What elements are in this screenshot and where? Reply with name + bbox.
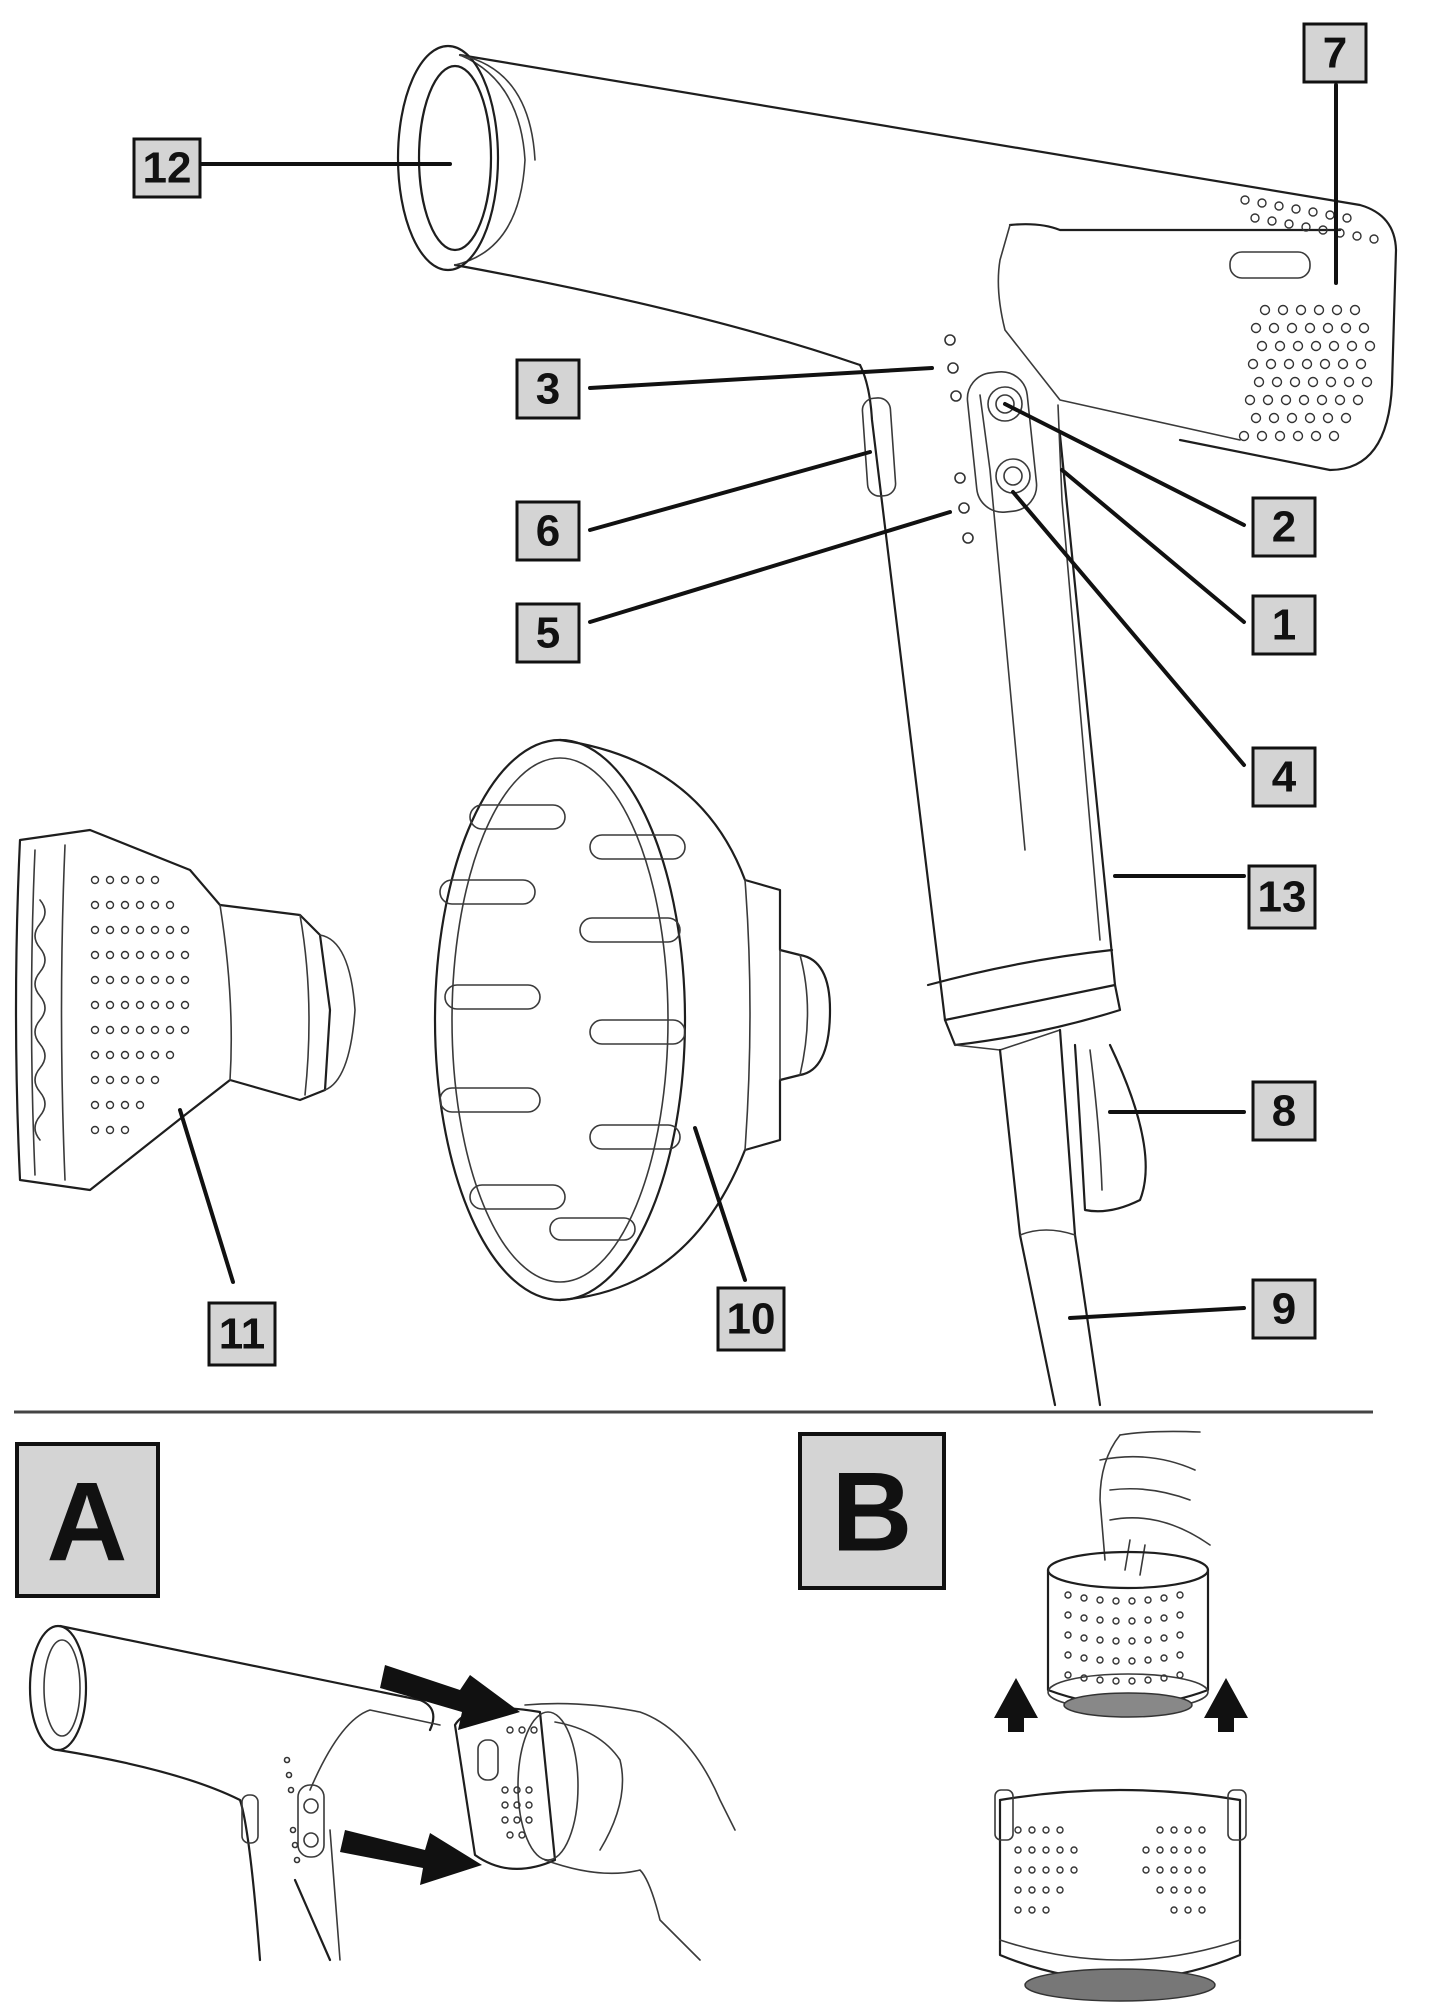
concentrator-nozzle [14, 828, 356, 1192]
callout-13: 13 [1247, 864, 1317, 930]
panel-a-letter: A [47, 1460, 128, 1585]
panel-a-illustration [28, 1624, 736, 1962]
callout-8: 8 [1251, 1080, 1317, 1142]
insert-arrow-bottom [340, 1830, 482, 1885]
callout-5: 5 [515, 602, 581, 664]
panel-b-illustration [994, 1430, 1248, 2002]
callout-6: 6 [515, 500, 581, 562]
diffuser-attachment [433, 738, 832, 1302]
callout-11-label: 11 [219, 1310, 266, 1359]
panel-a-label: A [15, 1442, 160, 1598]
callout-4-label: 4 [1272, 753, 1297, 802]
callout-13-label: 13 [1258, 873, 1307, 922]
callout-12: 12 [132, 137, 202, 199]
callout-1: 1 [1251, 594, 1317, 656]
callout-2-label: 2 [1272, 503, 1296, 552]
housing-mesh [1024, 1968, 1216, 2002]
leader-lines [178, 83, 1338, 1320]
dryer-main-illustration [396, 44, 1398, 1407]
callout-3: 3 [515, 358, 581, 420]
callout-10-label: 10 [727, 1295, 776, 1344]
panel-b-label: B [798, 1432, 946, 1590]
callout-5-label: 5 [536, 609, 560, 658]
lift-arrow-right [1204, 1678, 1248, 1732]
callout-10: 10 [716, 1286, 786, 1352]
callout-9: 9 [1251, 1278, 1317, 1340]
insert-arrow-top [380, 1665, 520, 1730]
callout-7-label: 7 [1323, 29, 1347, 78]
callout-12-label: 12 [143, 144, 192, 193]
callout-8-label: 8 [1272, 1087, 1296, 1136]
callout-2: 2 [1251, 496, 1317, 558]
callout-1-label: 1 [1272, 601, 1296, 650]
callout-9-label: 9 [1272, 1285, 1296, 1334]
lift-arrow-left [994, 1678, 1038, 1732]
callout-6-label: 6 [536, 507, 560, 556]
callout-3-label: 3 [536, 365, 560, 414]
indicator-leds [944, 334, 974, 544]
callout-11: 11 [207, 1301, 277, 1367]
filter-mesh [1063, 1692, 1193, 1718]
rear-grille-holes [1238, 195, 1379, 442]
callout-7: 7 [1302, 22, 1368, 84]
panel-b-letter: B [832, 1450, 913, 1575]
callout-4: 4 [1251, 746, 1317, 808]
